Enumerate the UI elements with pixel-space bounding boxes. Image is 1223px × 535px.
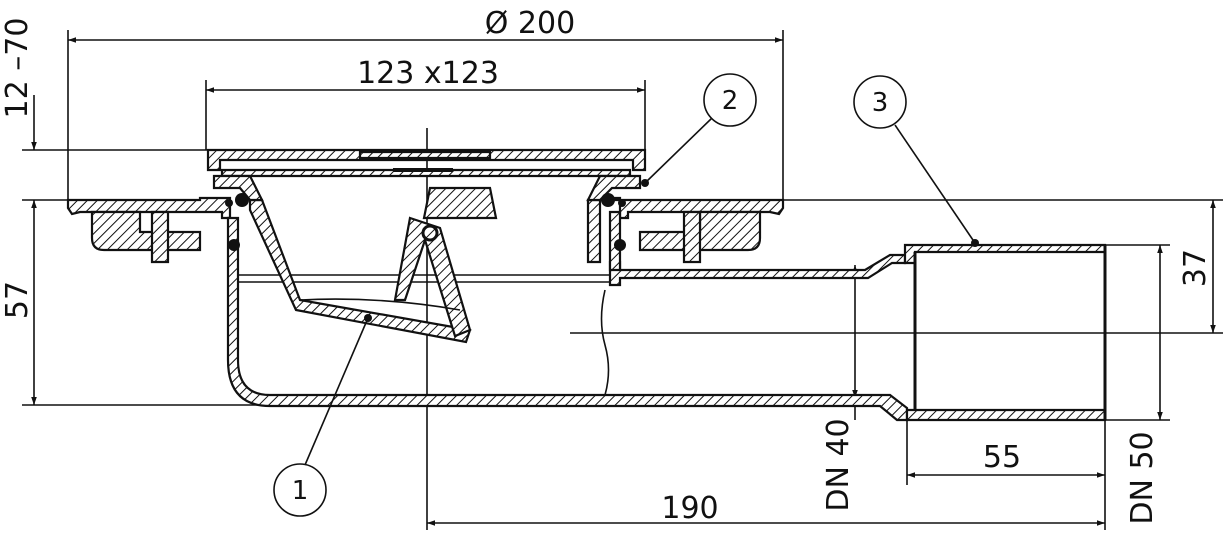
callouts: 1 2 3	[273, 73, 979, 517]
drain-body	[66, 196, 1107, 422]
dim-spigot-length: 55	[983, 440, 1021, 475]
dim-height: 57	[0, 281, 35, 319]
dim-grate-size: 123 x123	[357, 56, 499, 91]
dimension-labels: Ø 200 123 x123 12 –70 57 37 190 55 DN 40…	[0, 6, 1213, 526]
dimension-lines	[22, 30, 1223, 530]
callout-2-label: 2	[722, 86, 739, 116]
grate-frame	[206, 148, 647, 251]
dim-height-adjust: 12 –70	[0, 18, 35, 119]
callout-3-circle	[853, 75, 907, 129]
dim-outlet-offset: 37	[1178, 249, 1213, 287]
dim-top-diameter: Ø 200	[485, 6, 575, 41]
callout-3-label: 3	[872, 88, 889, 118]
odour-trap-insert	[248, 186, 602, 344]
dim-dn-outer: DN 50	[1125, 431, 1160, 524]
callout-2-circle	[703, 73, 757, 127]
callout-1-label: 1	[292, 476, 309, 506]
callout-1-circle	[273, 463, 327, 517]
dim-dn-inner: DN 40	[821, 418, 856, 511]
dim-length: 190	[661, 491, 718, 526]
